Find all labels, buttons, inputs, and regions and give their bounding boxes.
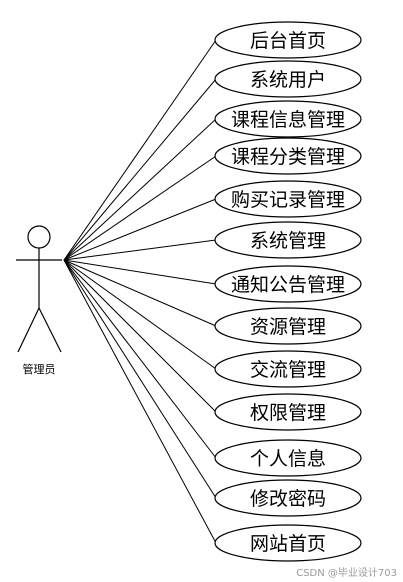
use-case: 购买记录管理 [214, 180, 362, 218]
use-case-label: 课程分类管理 [231, 146, 345, 168]
use-case-ellipse [214, 439, 362, 477]
use-case-ellipse [214, 524, 362, 562]
association-line [63, 78, 217, 261]
use-case: 网站首页 [214, 524, 362, 562]
use-case-label: 通知公告管理 [231, 274, 345, 296]
use-case-label: 权限管理 [250, 402, 326, 424]
association-line [63, 198, 217, 261]
association-line [63, 259, 217, 285]
use-case: 个人信息 [214, 439, 362, 477]
use-case-label: 个人信息 [250, 448, 326, 470]
use-case-ellipse [214, 60, 362, 98]
use-case-label: 课程信息管理 [231, 109, 345, 131]
association-line [63, 155, 217, 261]
use-case: 课程信息管理 [214, 100, 362, 138]
use-case: 交流管理 [214, 350, 362, 388]
actor-head [27, 225, 51, 249]
use-case-ellipse [214, 100, 362, 138]
use-case-ellipse [214, 221, 362, 259]
association-line [63, 259, 217, 327]
use-case: 通知公告管理 [214, 265, 362, 303]
use-case-label: 网站首页 [250, 533, 326, 555]
association-lines [63, 39, 217, 544]
association-line [63, 239, 217, 261]
use-cases: 后台首页系统用户课程信息管理课程分类管理购买记录管理系统管理通知公告管理资源管理… [214, 21, 362, 562]
use-case-ellipse [214, 265, 362, 303]
use-case-ellipse [214, 21, 362, 59]
association-line [63, 259, 217, 499]
actor-label: 管理员 [23, 362, 56, 376]
use-case: 系统管理 [214, 221, 362, 259]
use-case: 后台首页 [214, 21, 362, 59]
use-case-label: 系统管理 [250, 230, 326, 252]
use-case-ellipse [214, 180, 362, 218]
association-line [63, 259, 217, 370]
use-case-label: 系统用户 [250, 69, 326, 91]
actor-figure [16, 225, 62, 353]
actor-right-leg [38, 307, 62, 353]
use-case-ellipse [214, 137, 362, 175]
use-case-label: 修改密码 [250, 488, 326, 510]
association-line [63, 259, 217, 459]
association-line [63, 259, 217, 413]
use-case-label: 购买记录管理 [231, 189, 345, 211]
use-case-ellipse [214, 350, 362, 388]
use-case-ellipse [214, 393, 362, 431]
use-case: 系统用户 [214, 60, 362, 98]
use-case: 资源管理 [214, 307, 362, 345]
use-case: 课程分类管理 [214, 137, 362, 175]
watermark: CSDN @毕业设计703 [296, 568, 397, 579]
use-case: 修改密码 [214, 479, 362, 517]
use-case-label: 资源管理 [250, 316, 326, 338]
association-line [63, 39, 217, 261]
association-line [63, 259, 217, 544]
association-line [63, 118, 217, 261]
use-case-label: 交流管理 [250, 359, 326, 381]
use-case-label: 后台首页 [250, 30, 326, 52]
actor-left-leg [17, 307, 40, 353]
use-case: 权限管理 [214, 393, 362, 431]
use-case-ellipse [214, 479, 362, 517]
use-case-ellipse [214, 307, 362, 345]
